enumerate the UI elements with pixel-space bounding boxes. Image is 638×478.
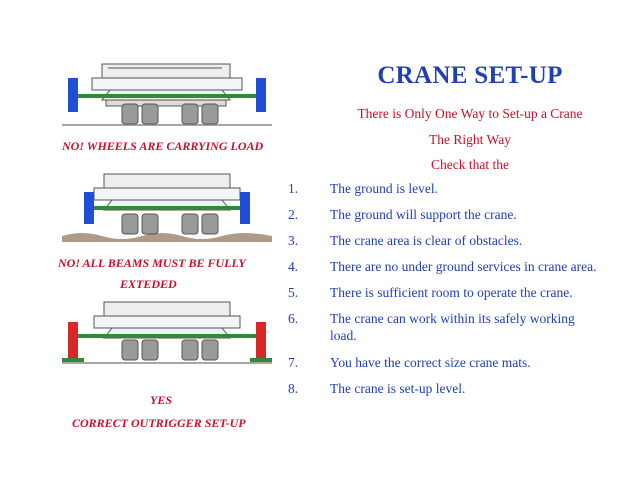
checklist-item: 6. The crane can work within its safely … bbox=[288, 310, 608, 354]
checklist-item-number: 5. bbox=[288, 285, 299, 300]
crane-beams-not-extended-illustration bbox=[62, 173, 272, 242]
checklist-item-number: 6. bbox=[288, 311, 299, 326]
checklist-item-text: The crane can work within its safely wor… bbox=[330, 311, 575, 343]
checklist-item-number: 3. bbox=[288, 233, 299, 248]
checklist-item-number: 7. bbox=[288, 355, 299, 370]
checklist-item-number: 1. bbox=[288, 181, 299, 196]
wheels-caption: NO! WHEELS ARE CARRYING LOAD bbox=[62, 139, 264, 153]
correct-caption-line1: YES bbox=[150, 393, 173, 407]
checklist: 1. The ground is level. 2. The ground wi… bbox=[288, 180, 608, 406]
checklist-item: 8. The crane is set-up level. bbox=[288, 380, 608, 406]
checklist-item: 4. There are no under ground services in… bbox=[288, 258, 608, 284]
checklist-item-number: 2. bbox=[288, 207, 299, 222]
page-subtitle: There is Only One Way to Set-up a Crane bbox=[357, 106, 583, 121]
check-intro-text: Check that the bbox=[431, 157, 509, 172]
crane-wheels-carrying-load-illustration bbox=[62, 63, 272, 126]
checklist-item-text: There are no under ground services in cr… bbox=[330, 259, 597, 274]
checklist-item-text: The crane area is clear of obstacles. bbox=[330, 233, 523, 248]
checklist-item-text: You have the correct size crane mats. bbox=[330, 355, 531, 370]
correct-caption-line2: CORRECT OUTRIGGER SET-UP bbox=[72, 416, 246, 430]
checklist-item: 5. There is sufficient room to operate t… bbox=[288, 284, 608, 310]
checklist-item-number: 8. bbox=[288, 381, 299, 396]
checklist-item: 1. The ground is level. bbox=[288, 180, 608, 206]
page-title: CRANE SET-UP bbox=[377, 62, 563, 89]
checklist-item-text: The ground will support the crane. bbox=[330, 207, 517, 222]
beams-caption-line2: EXTEDED bbox=[120, 277, 177, 291]
checklist-item: 3. The crane area is clear of obstacles. bbox=[288, 232, 608, 258]
beams-caption-line1: NO! ALL BEAMS MUST BE FULLY bbox=[58, 256, 246, 270]
crane-correct-setup-illustration bbox=[62, 301, 272, 364]
checklist-item: 7. You have the correct size crane mats. bbox=[288, 354, 608, 380]
right-way-text: The Right Way bbox=[429, 132, 511, 147]
checklist-item: 2. The ground will support the crane. bbox=[288, 206, 608, 232]
checklist-item-text: The crane is set-up level. bbox=[330, 381, 466, 396]
checklist-item-number: 4. bbox=[288, 259, 299, 274]
checklist-item-text: The ground is level. bbox=[330, 181, 438, 196]
checklist-item-text: There is sufficient room to operate the … bbox=[330, 285, 573, 300]
